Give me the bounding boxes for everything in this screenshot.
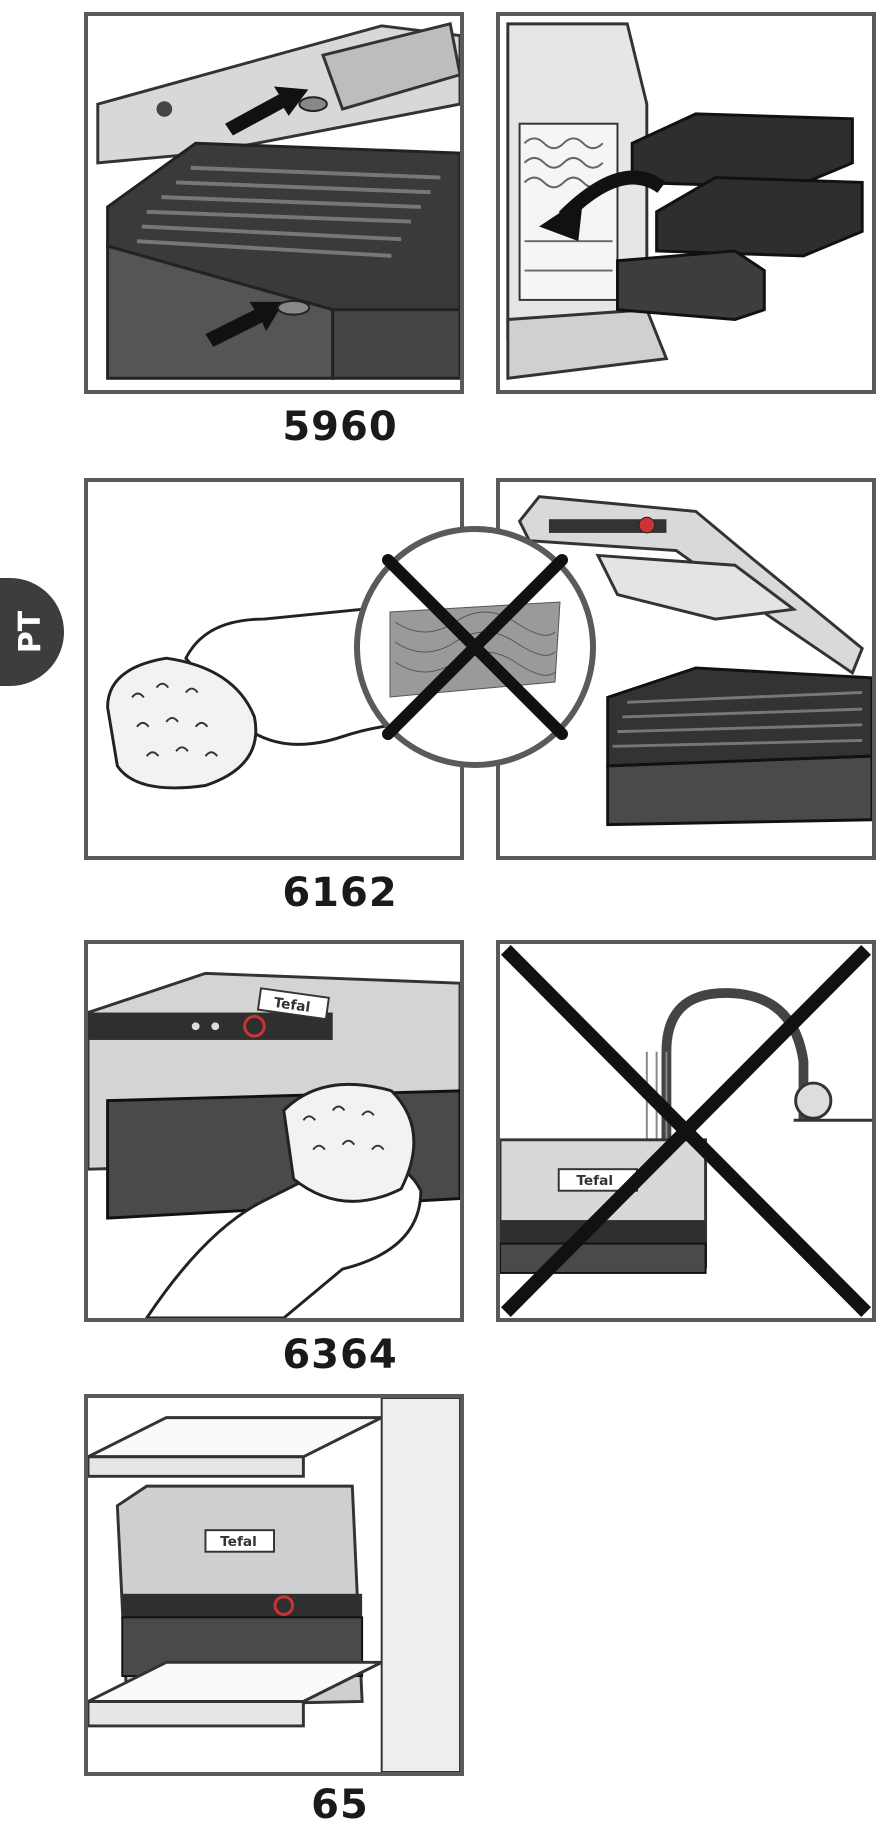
language-tab: PT [0, 578, 64, 686]
illustration-grill-open [496, 478, 876, 860]
language-tab-label: PT [12, 610, 48, 654]
caption-row1: 5960 [282, 404, 398, 450]
caption-row3: 6364 [282, 1332, 398, 1378]
caption-row2: 6162 [282, 870, 398, 916]
x-cross-icon [382, 554, 568, 740]
arrow-icon [205, 86, 309, 347]
brand-logo: Tefal [273, 995, 312, 1016]
caption-row4: 65 [311, 1782, 369, 1828]
brand-logo: Tefal [220, 1534, 257, 1550]
illustration-dishwasher [496, 12, 876, 394]
illustration-wipe-exterior: Tefal [84, 940, 464, 1322]
illustration-storage-shelf: Tefal [84, 1394, 464, 1776]
illustration-remove-plates [84, 12, 464, 394]
illustration-no-water: Tefal [496, 940, 876, 1322]
prohibited-steel-wool [350, 522, 600, 772]
x-cross-icon [501, 945, 871, 1317]
brand-logo: Tefal [576, 1173, 613, 1189]
